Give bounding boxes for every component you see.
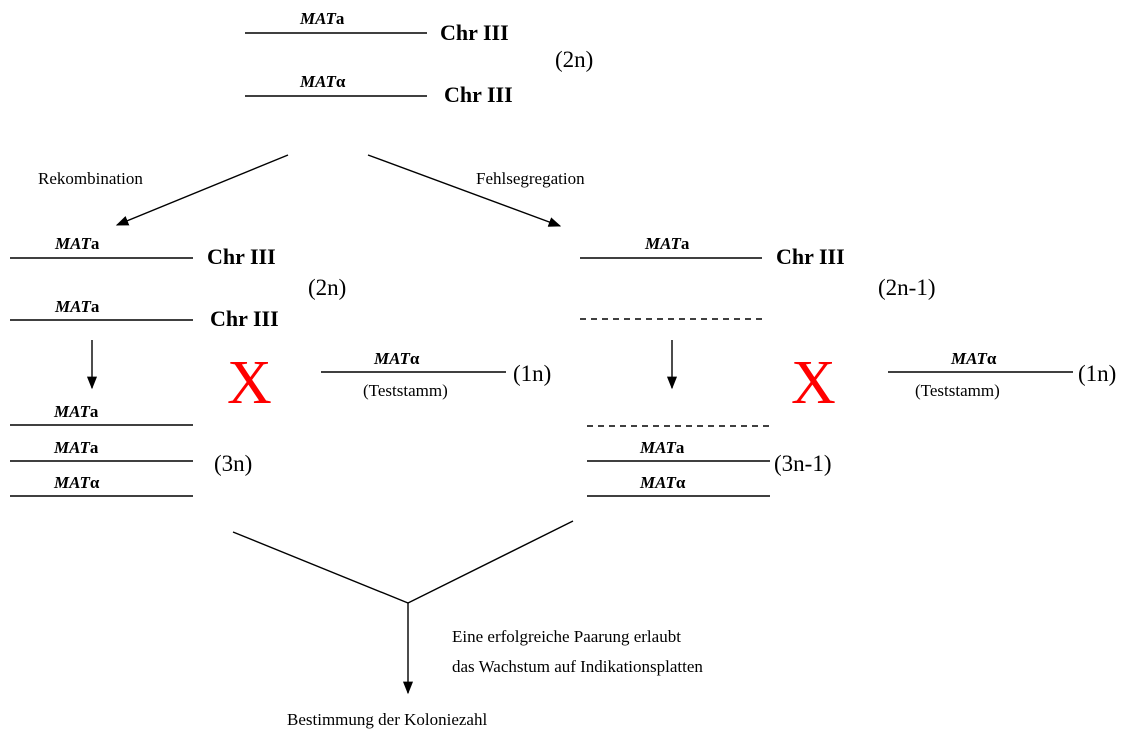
mat-prefix: MAT bbox=[300, 9, 336, 28]
mat-prefix: MAT bbox=[54, 402, 90, 421]
allele-alpha: α bbox=[675, 473, 686, 492]
mat-a-label: MATa bbox=[300, 10, 344, 27]
chromosome-label: Chr III bbox=[207, 244, 276, 269]
allele-a: a bbox=[90, 297, 100, 316]
allele-a: a bbox=[675, 438, 685, 457]
allele-a: a bbox=[680, 234, 690, 253]
mat-prefix: MAT bbox=[374, 349, 410, 368]
mat-prefix: MAT bbox=[54, 473, 90, 492]
ploidy-label: (1n) bbox=[1078, 361, 1117, 386]
ploidy-label: (3n-1) bbox=[774, 451, 832, 476]
chromosome-label: Chr III bbox=[776, 244, 845, 269]
mat-prefix: MAT bbox=[645, 234, 681, 253]
mat-prefix: MAT bbox=[300, 72, 336, 91]
mat-alpha-label: MATα bbox=[951, 350, 996, 367]
mat-a-label: MATa bbox=[55, 235, 99, 252]
mat-prefix: MAT bbox=[55, 234, 91, 253]
mat-prefix: MAT bbox=[54, 438, 90, 457]
ploidy-label: (2n) bbox=[555, 47, 594, 72]
missegregation-label: Fehlsegregation bbox=[476, 169, 585, 188]
ploidy-label: (1n) bbox=[513, 361, 552, 386]
ploidy-label: (3n) bbox=[214, 451, 253, 476]
mat-alpha-label: MATα bbox=[54, 474, 99, 491]
recombination-arrow bbox=[115, 154, 289, 226]
allele-a: a bbox=[89, 402, 99, 421]
chromosome-label: Chr III bbox=[440, 20, 509, 45]
cross-symbol: X bbox=[227, 349, 272, 417]
mat-alpha-label: MATα bbox=[300, 73, 345, 90]
mat-alpha-label: MATα bbox=[374, 350, 419, 367]
allele-a: a bbox=[89, 438, 99, 457]
mat-a-label: MATa bbox=[645, 235, 689, 252]
mat-prefix: MAT bbox=[640, 438, 676, 457]
cross-symbol: X bbox=[791, 349, 836, 417]
chromosome-label: Chr III bbox=[444, 82, 513, 107]
converge-line-right bbox=[407, 520, 574, 604]
tester-strain-label: (Teststamm) bbox=[915, 381, 1000, 400]
mating-note-line-1: Eine erfolgreiche Paarung erlaubt bbox=[452, 627, 681, 646]
allele-a: a bbox=[335, 9, 345, 28]
mat-a-label: MATa bbox=[54, 439, 98, 456]
mat-a-label: MATa bbox=[640, 439, 684, 456]
mat-prefix: MAT bbox=[951, 349, 987, 368]
mat-alpha-label: MATα bbox=[640, 474, 685, 491]
allele-alpha: α bbox=[986, 349, 997, 368]
allele-alpha: α bbox=[409, 349, 420, 368]
mat-prefix: MAT bbox=[55, 297, 91, 316]
ploidy-label: (2n) bbox=[308, 275, 347, 300]
allele-alpha: α bbox=[89, 473, 100, 492]
allele-alpha: α bbox=[335, 72, 346, 91]
converge-line-left bbox=[232, 531, 409, 604]
result-label: Bestimmung der Koloniezahl bbox=[287, 710, 488, 729]
mat-a-label: MATa bbox=[55, 298, 99, 315]
missegregation-arrow bbox=[367, 154, 562, 227]
mat-prefix: MAT bbox=[640, 473, 676, 492]
allele-a: a bbox=[90, 234, 100, 253]
mating-note-line-2: das Wachstum auf Indikationsplatten bbox=[452, 657, 703, 676]
recombination-label: Rekombination bbox=[38, 169, 143, 188]
chromosome-label: Chr III bbox=[210, 306, 279, 331]
mat-a-label: MATa bbox=[54, 403, 98, 420]
ploidy-label: (2n-1) bbox=[878, 275, 936, 300]
tester-strain-label: (Teststamm) bbox=[363, 381, 448, 400]
